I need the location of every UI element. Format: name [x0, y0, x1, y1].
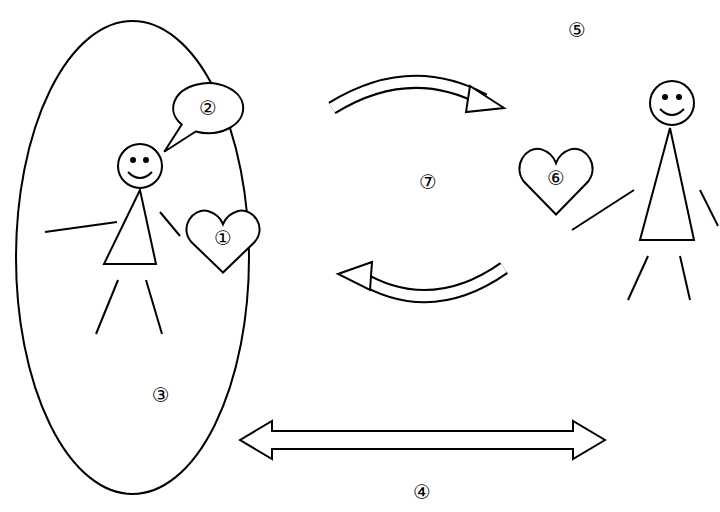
curved-arrow-right — [332, 82, 504, 112]
callout-number: ⑦ — [419, 172, 437, 192]
callout-number: ② — [199, 98, 217, 118]
curved-arrow-left — [338, 262, 504, 296]
callout-number: ④ — [413, 482, 431, 502]
speech-bubble: ② — [172, 82, 244, 134]
callout-number: ③ — [152, 385, 170, 405]
heart: ① — [185, 208, 261, 274]
double-arrow — [240, 421, 605, 459]
group-ellipse: ③ ① ② — [15, 20, 250, 495]
heart: ⑥ — [518, 146, 594, 216]
callout-number: ① — [214, 228, 232, 248]
left-person — [45, 144, 180, 334]
callout-number: ⑥ — [547, 168, 565, 188]
callout-number: ⑤ — [568, 20, 586, 40]
right-person — [572, 81, 718, 300]
